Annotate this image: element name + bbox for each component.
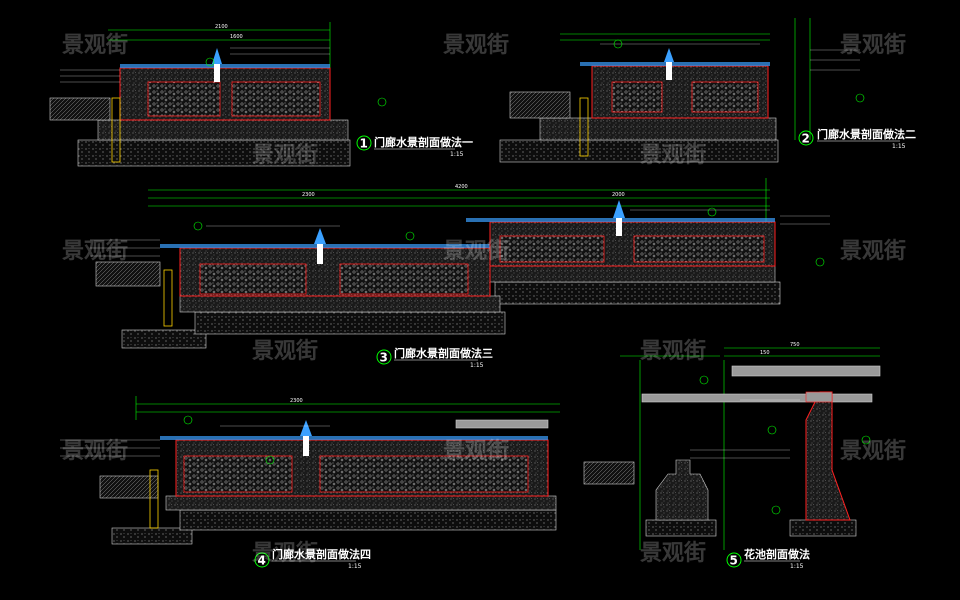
watermark: 景观街: [840, 32, 906, 58]
fountain-nozzle: [317, 244, 323, 264]
section-title: 花池剖面做法: [744, 547, 810, 561]
section-5: 750 150 5 花池剖面做法 1:15: [583, 342, 881, 570]
water-surface: [580, 62, 770, 66]
dim-label: 4200: [455, 184, 468, 190]
footing: [645, 519, 717, 537]
footing: [789, 519, 857, 537]
water-surface: [160, 244, 490, 248]
concrete-base: [97, 119, 349, 141]
section-title: 门廊水景剖面做法二: [817, 127, 916, 141]
watermark: 景观街: [62, 32, 128, 58]
watermark: 景观街: [252, 540, 318, 566]
gravel-chamber: [231, 81, 321, 117]
paving: [509, 91, 571, 119]
section-number-circle: [726, 552, 742, 568]
section-scale: 1:15: [790, 563, 804, 570]
watermark: 景观街: [840, 238, 906, 264]
paving: [95, 261, 161, 287]
gravel-chamber: [183, 455, 293, 493]
fountain-jet: [212, 48, 222, 64]
planter-wall: [655, 459, 709, 521]
section-1: 2100 1600 1 门廊水景剖面做法一 1:15: [49, 22, 473, 167]
section-title: 门廊水景剖面做法三: [394, 346, 493, 360]
drain-pipe: [163, 269, 173, 327]
gravel-chamber: [633, 235, 765, 263]
gravel-chamber: [199, 263, 307, 295]
water-surface: [160, 436, 548, 440]
section-number-circle: [356, 135, 372, 151]
watermark: 景观街: [443, 438, 509, 464]
drain-pipe: [579, 97, 589, 157]
base-soil: [77, 139, 351, 167]
gravel-chamber: [319, 455, 529, 493]
fountain-jet: [300, 420, 312, 436]
watermark: 景观街: [62, 438, 128, 464]
section-number: 4: [258, 554, 266, 568]
fountain-jet: [314, 228, 326, 244]
coping-stone: [455, 419, 549, 429]
dim-label: 1600: [230, 34, 243, 40]
concrete-base: [539, 117, 777, 141]
fountain-jet: [613, 200, 625, 218]
section-3: 4200 2300 2000: [90, 178, 830, 369]
coping-stone: [641, 393, 873, 403]
gravel-chamber: [339, 263, 469, 295]
dim-label: 2000: [612, 192, 625, 198]
fountain-nozzle: [616, 218, 622, 236]
water-surface: [120, 64, 330, 68]
watermark: 景观街: [640, 142, 706, 168]
drain-pipe: [149, 469, 159, 529]
section-number: 2: [802, 132, 810, 146]
watermark: 景观街: [640, 540, 706, 566]
fountain-nozzle: [303, 436, 309, 456]
callout-marker: [377, 97, 387, 107]
paving: [49, 97, 111, 121]
callout-marker: [205, 57, 215, 67]
dim-label: 2300: [290, 398, 303, 404]
base-soil: [194, 311, 506, 335]
watermark: 景观街: [252, 338, 318, 364]
base-soil: [494, 281, 781, 305]
section-number: 5: [730, 554, 738, 568]
fountain-nozzle: [214, 64, 220, 82]
dim-label: 150: [760, 350, 770, 356]
watermark: 景观街: [443, 238, 509, 264]
base-soil: [499, 139, 779, 163]
dim-label: 2300: [302, 192, 315, 198]
dim-label: 2100: [215, 24, 228, 30]
section-number: 3: [380, 351, 388, 365]
paving: [99, 475, 159, 499]
dim-label: 750: [790, 342, 800, 348]
section-scale: 1:15: [892, 143, 906, 150]
section-number-circle: [254, 552, 270, 568]
watermark: 景观街: [62, 238, 128, 264]
base-soil: [179, 509, 557, 531]
section-scale: 1:15: [470, 362, 484, 369]
gravel-chamber: [611, 81, 663, 113]
watermark: 景观街: [252, 142, 318, 168]
section-title: 门廊水景剖面做法一: [374, 135, 473, 149]
watermark: 景观街: [840, 438, 906, 464]
section-number: 1: [360, 137, 368, 151]
drain-pipe: [111, 97, 121, 163]
section-scale: 1:15: [348, 563, 362, 570]
gravel-chamber: [499, 235, 605, 263]
section-title: 门廊水景剖面做法四: [272, 547, 371, 561]
watermarks: 景观街 景观街 景观街 景观街 景观街 景观街 景观街 景观街 景观街 景观街 …: [62, 32, 906, 566]
section-number-circle: [798, 130, 814, 146]
fountain-nozzle: [666, 62, 672, 80]
section-scale: 1:15: [450, 151, 464, 158]
watermark: 景观街: [443, 32, 509, 58]
watermark: 景观街: [640, 338, 706, 364]
section-4: 2300 4 门廊水景剖面做法四 1:15: [60, 396, 560, 570]
gravel-chamber: [147, 81, 221, 117]
gravel-chamber: [691, 81, 759, 113]
section-number-circle: [376, 349, 392, 365]
fountain-jet: [664, 48, 674, 62]
section-2: 2 门廊水景剖面做法二 1:15: [499, 18, 916, 163]
